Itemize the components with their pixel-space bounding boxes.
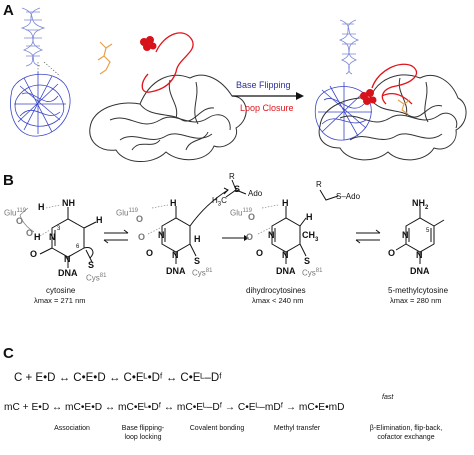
o-glu-1b: O (26, 228, 34, 238)
step-covalent-bonding: Covalent bonding (189, 425, 245, 432)
panel-letter-c: C (3, 345, 14, 362)
cys-label-1: Cys81 (86, 273, 107, 283)
o-c2-2: O (146, 248, 154, 258)
h3c-label: H3C (212, 196, 227, 208)
s-cys-1: S (88, 260, 95, 270)
n1-4: N (416, 250, 423, 260)
h-amine-1: H (38, 202, 45, 212)
cytosine-structure (39, 207, 97, 268)
methyl-name: 5-methylcytosine (388, 286, 449, 295)
ado-label-1: Ado (248, 189, 263, 198)
o-glu-1a: O (16, 216, 24, 226)
ring-5-4: 5 (426, 228, 430, 234)
ring-3-1: 3 (57, 226, 61, 232)
s-sam: S (234, 184, 241, 194)
catalytic-loop-right (371, 63, 418, 105)
equilibrium-arrows-1 (103, 229, 129, 244)
glu-label-3: Glu119 (230, 208, 253, 218)
o-glu-3b: O (246, 232, 254, 242)
n3-4: N (402, 230, 409, 240)
o-glu-2b: O (138, 232, 146, 242)
equation-2: mC + E•D ↔ mC•E•D ↔ mC•Eᴸ•Dᶠ ↔ mC•Eᴸ–Dᶠ … (4, 402, 345, 413)
nh2-2: H (170, 198, 177, 208)
cofactor-molecule (97, 41, 113, 75)
glu-label-2: Glu119 (116, 208, 139, 218)
o-glu-2a: O (136, 214, 144, 224)
step-association: Association (54, 425, 90, 432)
h-c6-2: H (194, 234, 201, 244)
dna-3: DNA (276, 266, 296, 276)
nh-3: H (282, 198, 289, 208)
s-cys-2: S (194, 256, 201, 266)
base-flipping-label: Base Flipping (236, 80, 291, 90)
nh2-1: NH (62, 198, 75, 208)
dna-helix-left (20, 7, 46, 67)
dna-4: DNA (410, 266, 430, 276)
glu-label-1: Glu119 (4, 208, 27, 218)
dna-bundle-left (10, 72, 71, 137)
intermediate-structure (161, 187, 229, 264)
ado-release (319, 189, 339, 201)
o-c2-4: O (388, 248, 396, 258)
cys-label-3: Cys81 (302, 268, 323, 278)
r-label-2: R (316, 180, 322, 189)
h-glu-1: H (34, 232, 41, 242)
o-glu-3a: O (248, 212, 256, 222)
dna-1: DNA (58, 268, 78, 278)
n1-3: N (282, 250, 289, 260)
cys-label-2: Cys81 (192, 268, 213, 278)
panel-letter-a: A (3, 2, 14, 19)
dna-bundle-right (314, 82, 372, 141)
dna-2: DNA (166, 266, 186, 276)
equilibrium-arrows-2 (355, 229, 381, 244)
nh2-4: NH2 (412, 198, 429, 211)
step-beta-elimination: β-Elimination, flip-back, cofactor excha… (369, 425, 443, 441)
n3-1: N (49, 232, 56, 242)
protein-right (318, 74, 467, 161)
ch3-3: CH3 (302, 230, 319, 243)
cytosine-name: cytosine (46, 286, 76, 295)
dihydro-name: dihydrocytosines (246, 286, 306, 295)
catalytic-loop-left (141, 32, 194, 93)
loop-closure-label: Loop Closure (240, 103, 294, 113)
cofactor-right (397, 99, 411, 115)
methylcytosine-structure (395, 206, 445, 264)
dna-helix-right (338, 19, 360, 75)
n3-3: N (268, 230, 275, 240)
r-label-1: R (229, 172, 235, 181)
sam-bond (225, 179, 247, 198)
sado-label: S–Ado (336, 192, 361, 201)
dihydro-structure (271, 206, 307, 264)
protein-left (89, 74, 247, 162)
n3-2: N (158, 230, 165, 240)
n1-2: N (172, 250, 179, 260)
fast-label: fast (382, 394, 394, 401)
equation-1: C + E•D ↔ C•E•D ↔ C•Eᴸ•Dᶠ ↔ C•Eᴸ–Dᶠ (14, 372, 222, 384)
h-c5-3: H (306, 212, 313, 222)
cytosine-lambda: λmax = 271 nm (34, 296, 86, 305)
flipped-base-right (360, 89, 377, 105)
o-c2-1: O (30, 249, 38, 259)
h-c5-1: H (96, 215, 103, 225)
dihydro-lambda: λmax < 240 nm (252, 296, 304, 305)
ring-6-1: 6 (76, 244, 80, 250)
n1-1: N (64, 254, 71, 264)
o-c2-3: O (256, 248, 264, 258)
step-base-flipping: Base flipping- loop locking (121, 425, 165, 441)
step-methyl-transfer: Methyl transfer (273, 425, 321, 432)
panel-letter-b: B (3, 172, 14, 189)
flipped-base-left (140, 36, 157, 51)
methyl-lambda: λmax = 280 nm (390, 296, 442, 305)
s-cys-3: S (304, 256, 311, 266)
